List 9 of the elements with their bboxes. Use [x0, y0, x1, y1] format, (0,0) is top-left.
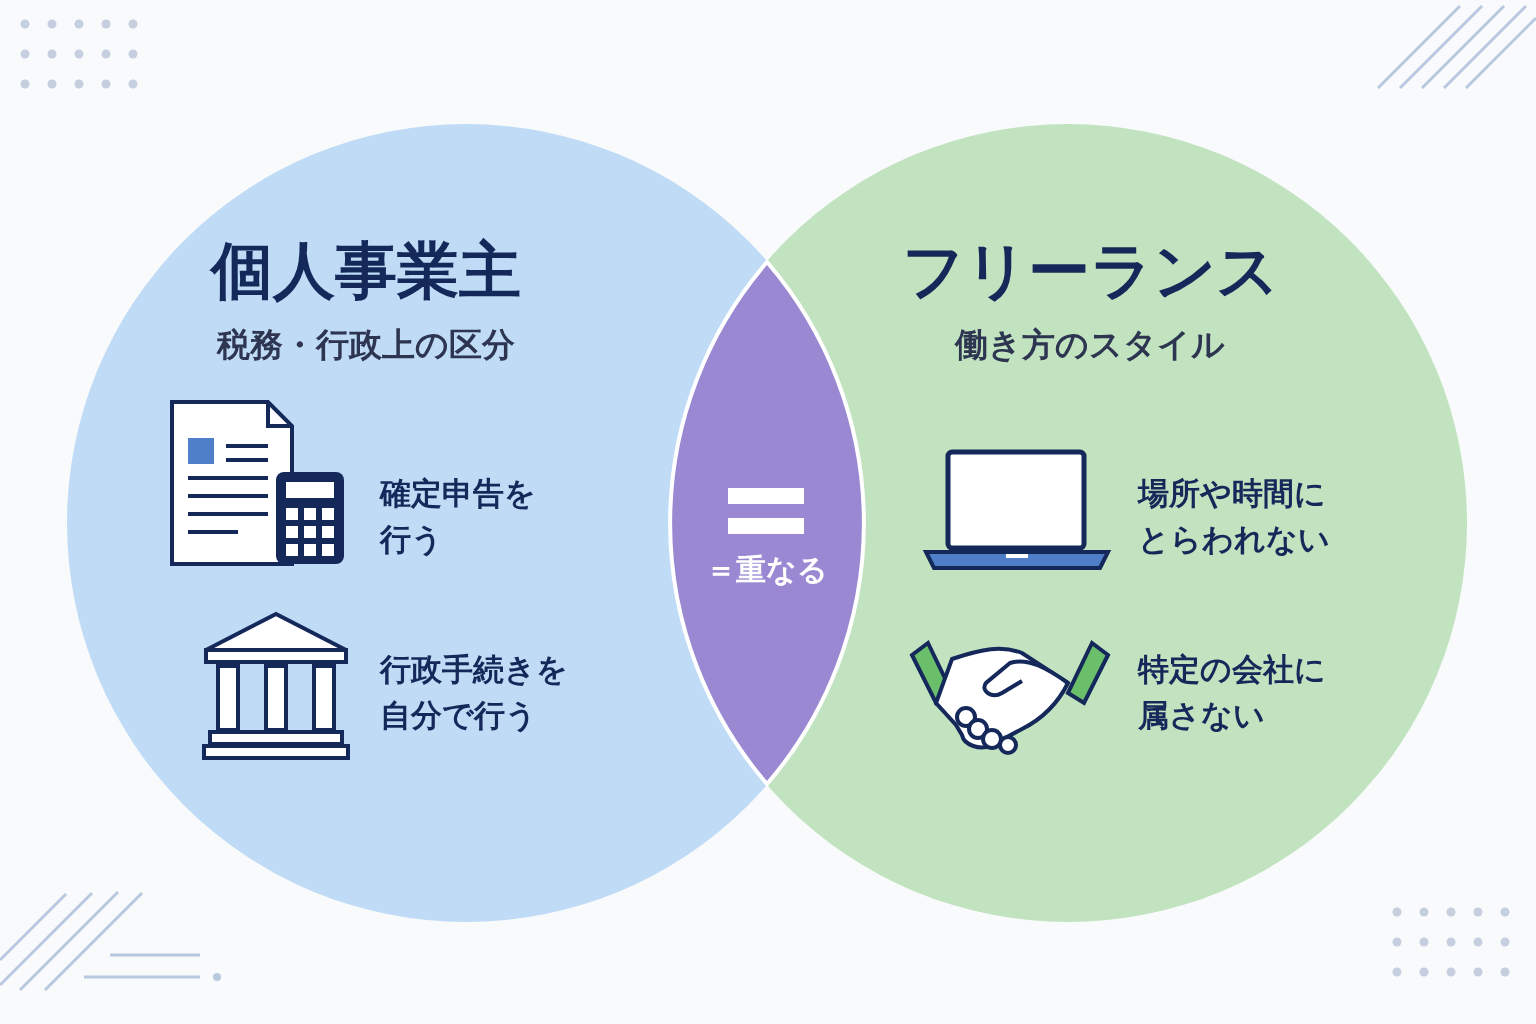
- circle-subtitle: 働き方のスタイル: [953, 324, 1226, 366]
- feature-text: 場所や時間にとらわれない: [1138, 474, 1331, 559]
- feature-text: 特定の会社に属さない: [1138, 650, 1327, 735]
- feature-text: 行政手続きを自分で行う: [380, 650, 569, 735]
- circle-subtitle: 税務・行政上の区分: [215, 324, 516, 366]
- feature-text: 確定申告を行う: [380, 474, 537, 559]
- circle-title: 個人事業主: [208, 233, 522, 309]
- overlap-label: ＝重なる: [705, 551, 829, 589]
- circle-title: フリーランス: [900, 233, 1280, 309]
